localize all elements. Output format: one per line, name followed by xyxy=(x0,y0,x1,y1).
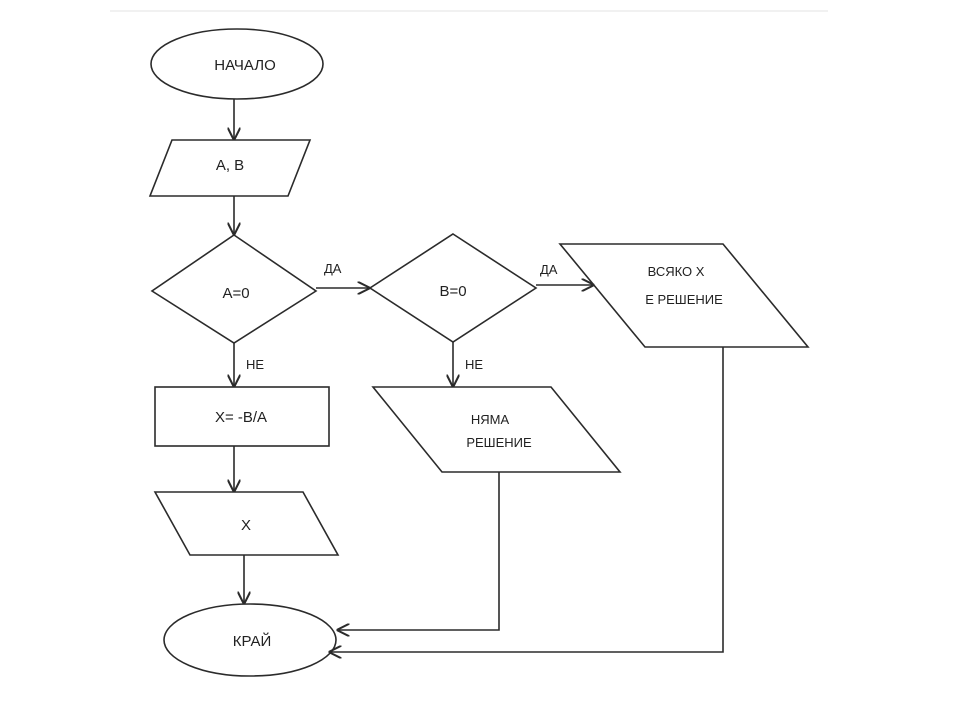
decision-a-node: А=0 xyxy=(150,234,318,344)
no-solution-label-line2: РЕШЕНИЕ xyxy=(466,435,532,450)
output-x-label: Х xyxy=(241,517,251,534)
arrow-any-x-to-end xyxy=(330,347,724,652)
output-x-node: Х xyxy=(153,491,340,556)
start-label: НАЧАЛО xyxy=(214,57,276,74)
input-label: А, В xyxy=(216,157,244,174)
edge-label-a-no: НЕ xyxy=(246,357,264,372)
no-solution-label-line1: НЯМА xyxy=(471,412,510,427)
decision-b-label: В=0 xyxy=(439,283,466,300)
compute-label: Х= -В/А xyxy=(215,409,267,426)
edge-label-b-yes: ДА xyxy=(540,262,558,277)
input-node: А, В xyxy=(148,139,312,197)
compute-node: Х= -В/А xyxy=(154,386,330,447)
any-x-label-line1: ВСЯКО Х xyxy=(648,264,705,279)
any-x-solution-node: ВСЯКО Х Е РЕШЕНИЕ xyxy=(558,243,810,348)
arrow-no-solution-to-end xyxy=(338,472,500,630)
decision-a-label: А=0 xyxy=(222,285,249,302)
edge-label-b-no: НЕ xyxy=(465,357,483,372)
any-x-label-line2: Е РЕШЕНИЕ xyxy=(645,292,723,307)
end-node: КРАЙ xyxy=(163,603,337,677)
decision-b-node: В=0 xyxy=(368,233,538,343)
end-label: КРАЙ xyxy=(233,632,272,650)
no-solution-node: НЯМА РЕШЕНИЕ xyxy=(371,386,622,473)
edge-label-a-yes: ДА xyxy=(324,261,342,276)
start-node: НАЧАЛО xyxy=(150,28,324,100)
